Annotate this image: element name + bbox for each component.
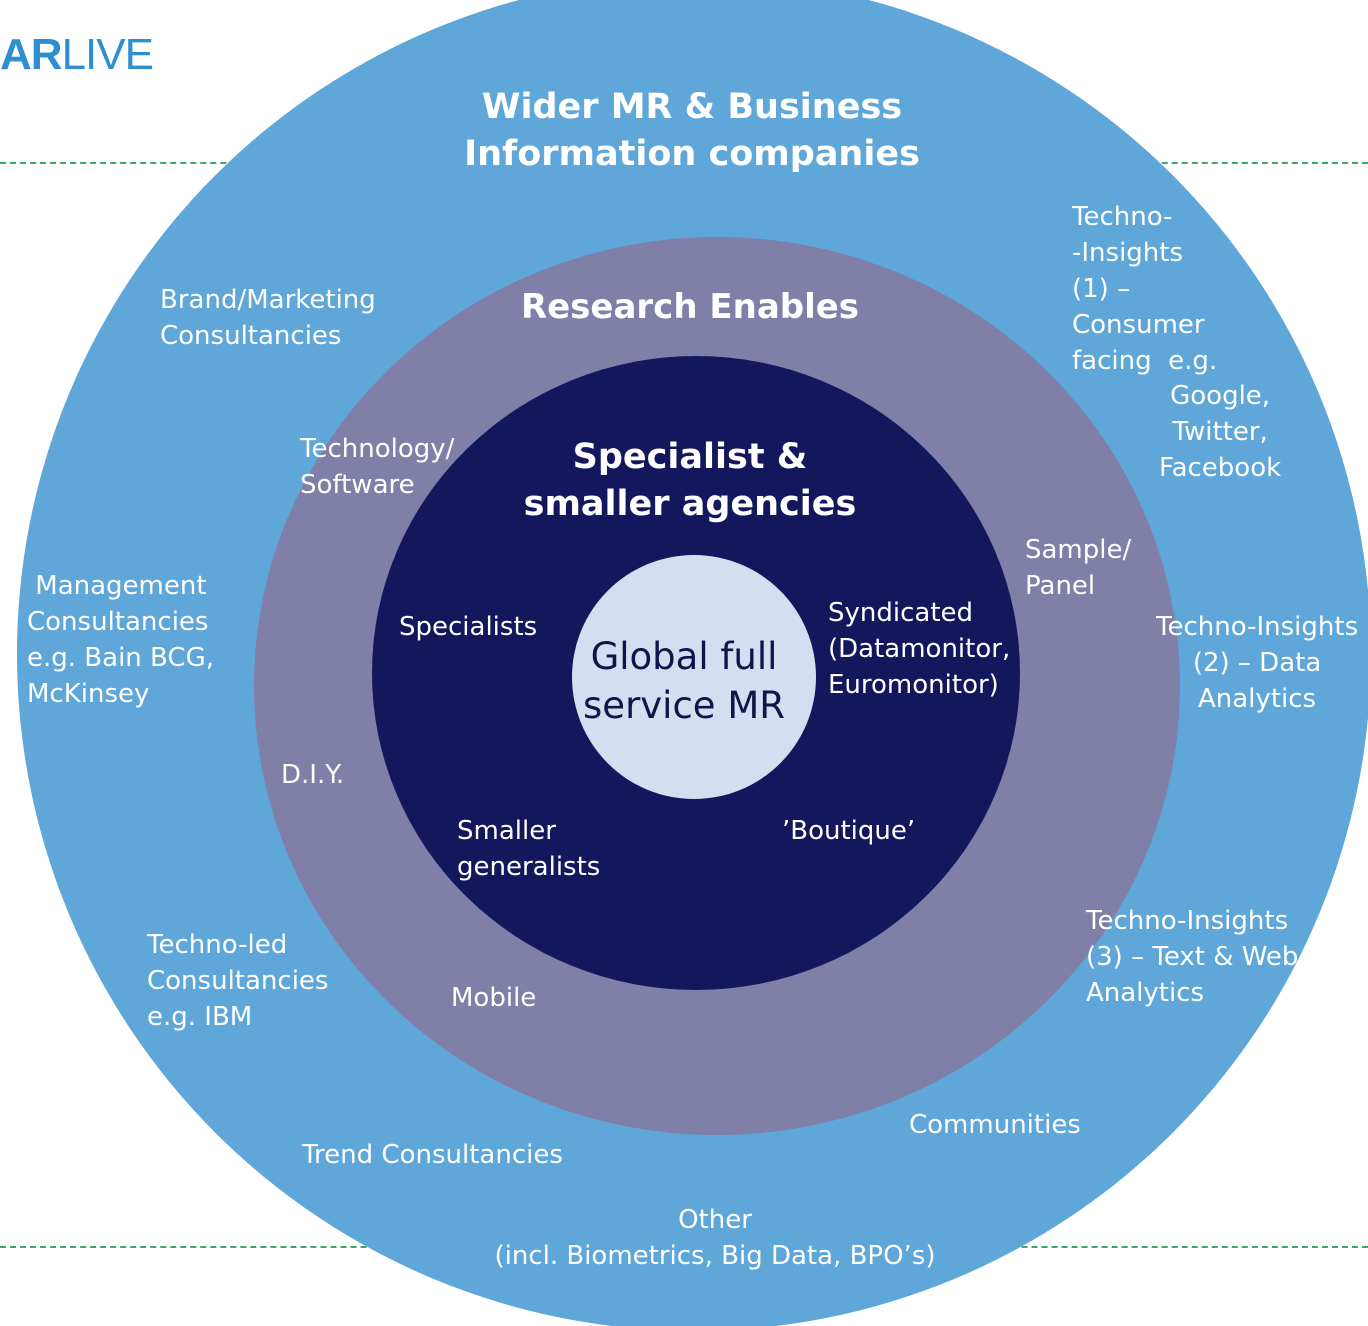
core-circle bbox=[572, 555, 816, 799]
middle-ring-title: Research Enables bbox=[520, 287, 860, 327]
label-communities: Communities bbox=[909, 1110, 1081, 1140]
label-sample-panel: Sample/ Panel bbox=[1025, 535, 1132, 601]
label-technology-software: Technology/ Software bbox=[300, 434, 455, 500]
label-smaller-generalists: Smaller generalists bbox=[457, 816, 601, 882]
label-management-consultancies: Management Consultancies e.g. Bain BCG, … bbox=[27, 571, 214, 709]
label-other: Other (incl. Biometrics, Big Data, BPO’s… bbox=[494, 1205, 936, 1271]
label-boutique: ’Boutique’ bbox=[782, 816, 916, 846]
inner-ring-title: Specialist & smaller agencies bbox=[523, 437, 857, 524]
logo: ARLIVE bbox=[0, 30, 154, 79]
label-techno-insights-3: Techno-Insights (3) – Text & Web Analyti… bbox=[1086, 906, 1299, 1008]
label-techno-insights-1-examples: Google, Twitter, Facebook bbox=[1159, 381, 1282, 483]
label-techno-insights-1: Techno- -Insights (1) – Consumer facing … bbox=[1072, 202, 1218, 376]
label-techno-insights-2: Techno-Insights (2) – Data Analytics bbox=[1156, 612, 1359, 714]
label-techno-led-consultancies: Techno-led Consultancies e.g. IBM bbox=[147, 930, 329, 1032]
label-mobile: Mobile bbox=[451, 983, 537, 1013]
label-trend-consultancies: Trend Consultancies bbox=[302, 1140, 563, 1170]
label-brand-marketing-consultancies: Brand/Marketing Consultancies bbox=[160, 285, 376, 351]
core-title: Global full service MR bbox=[583, 635, 785, 727]
label-syndicated: Syndicated (Datamonitor, Euromonitor) bbox=[828, 598, 1011, 700]
label-specialists: Specialists bbox=[399, 612, 538, 642]
outer-ring-title: Wider MR & Business Information companie… bbox=[464, 87, 920, 174]
label-diy: D.I.Y. bbox=[281, 760, 345, 790]
